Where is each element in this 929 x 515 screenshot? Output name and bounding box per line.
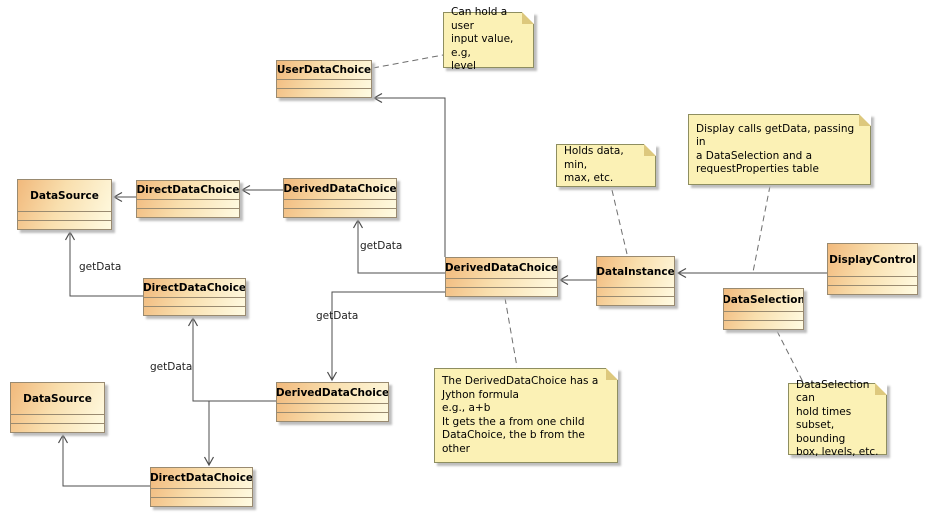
class-box-displaycontrol[interactable]: DisplayControl [827, 243, 918, 295]
class-title: UserDataChoice [277, 64, 371, 76]
class-box-userdatachoice[interactable]: UserDataChoice [276, 60, 372, 98]
class-compartment [137, 208, 239, 217]
note-text: DataSelection can hold times subset, bou… [796, 378, 879, 459]
edge-label-getdata-4: getData [150, 361, 193, 373]
class-title: DerivedDataChoice [284, 183, 396, 195]
edge-getdata-deriveddatachoice2-to-directdatachoice2[interactable] [187, 316, 276, 402]
class-compartment [446, 287, 557, 296]
class-title: DerivedDataChoice [446, 262, 557, 274]
class-box-datainstance[interactable]: DataInstance [596, 256, 675, 306]
class-compartment [597, 296, 674, 305]
class-compartment [284, 208, 396, 217]
class-compartment [277, 403, 388, 412]
note-anchor-jython[interactable] [504, 297, 518, 368]
class-compartment [144, 297, 245, 306]
note-text: Can hold a user input value, e.g, level [451, 6, 514, 73]
note-text: The DerivedDataChoice has a Jython formu… [442, 375, 599, 455]
edge-label-getdata-1: getData [79, 261, 122, 273]
note-dataselection-holds[interactable]: DataSelection can hold times subset, bou… [788, 379, 887, 458]
class-box-datasource-1[interactable]: DataSource [17, 179, 112, 230]
class-box-datasource-2[interactable]: DataSource [10, 382, 105, 433]
edge-getdata-deriveddatachoice-center-to-deriveddatachoice1[interactable] [352, 218, 445, 274]
class-compartment [724, 320, 803, 329]
class-compartment [277, 88, 371, 97]
class-compartment [137, 199, 239, 208]
class-title: DisplayControl [829, 254, 916, 266]
class-title: DataSource [30, 189, 99, 202]
class-compartment [151, 497, 252, 506]
class-compartment [11, 423, 104, 432]
class-title: DataInstance [597, 266, 674, 278]
class-compartment [18, 211, 111, 220]
edge-getdata-directdatachoice2-to-datasource1[interactable] [64, 230, 143, 297]
class-box-directdatachoice-3[interactable]: DirectDataChoice [150, 467, 253, 507]
edge-label-getdata-3: getData [316, 310, 359, 322]
class-box-directdatachoice-1[interactable]: DirectDataChoice [136, 180, 240, 218]
class-compartment [277, 412, 388, 421]
class-title: DerivedDataChoice [277, 387, 388, 399]
class-compartment [724, 311, 803, 320]
class-box-directdatachoice-2[interactable]: DirectDataChoice [143, 278, 246, 316]
class-compartment [828, 276, 917, 285]
note-text: Holds data, min, max, etc. [564, 145, 624, 185]
class-compartment [151, 488, 252, 497]
class-title: DataSelection [724, 294, 803, 306]
edge-getdata-deriveddatachoice-center-to-deriveddatachoice2[interactable] [326, 291, 445, 382]
class-compartment [18, 220, 111, 229]
note-display-calls[interactable]: Display calls getData, passing in a Data… [688, 114, 871, 185]
class-compartment [284, 199, 396, 208]
class-box-dataselection[interactable]: DataSelection [723, 288, 804, 330]
edge-directdatachoice3-to-datasource2[interactable] [57, 433, 150, 487]
class-compartment [597, 287, 674, 296]
edge-deriveddatachoice-center-to-userdatachoice[interactable] [372, 92, 446, 257]
note-anchor-user-input[interactable] [372, 54, 444, 69]
note-jython-formula[interactable]: The DerivedDataChoice has a Jython formu… [434, 368, 618, 463]
class-title: DirectDataChoice [137, 184, 239, 196]
edge-deriveddatachoice2-to-directdatachoice3[interactable] [203, 400, 276, 467]
class-compartment [828, 285, 917, 294]
class-title: DirectDataChoice [144, 282, 245, 294]
class-compartment [144, 306, 245, 315]
class-title: DataSource [23, 392, 92, 405]
class-compartment [11, 414, 104, 423]
note-user-input[interactable]: Can hold a user input value, e.g, level [443, 6, 534, 72]
note-anchor-dataselection-holds[interactable] [776, 330, 804, 383]
class-box-deriveddatachoice-center[interactable]: DerivedDataChoice [445, 257, 558, 297]
class-box-deriveddatachoice-1[interactable]: DerivedDataChoice [283, 178, 397, 218]
note-text: Display calls getData, passing in a Data… [696, 122, 855, 176]
note-anchor-holds-data[interactable] [611, 189, 628, 255]
class-compartment [446, 278, 557, 287]
note-holds-data[interactable]: Holds data, min, max, etc. [556, 144, 656, 187]
class-compartment [277, 79, 371, 88]
class-title: DirectDataChoice [151, 472, 252, 484]
edge-label-getdata-2: getData [360, 240, 403, 252]
class-box-deriveddatachoice-2[interactable]: DerivedDataChoice [276, 382, 389, 422]
note-anchor-display-calls[interactable] [752, 185, 771, 273]
